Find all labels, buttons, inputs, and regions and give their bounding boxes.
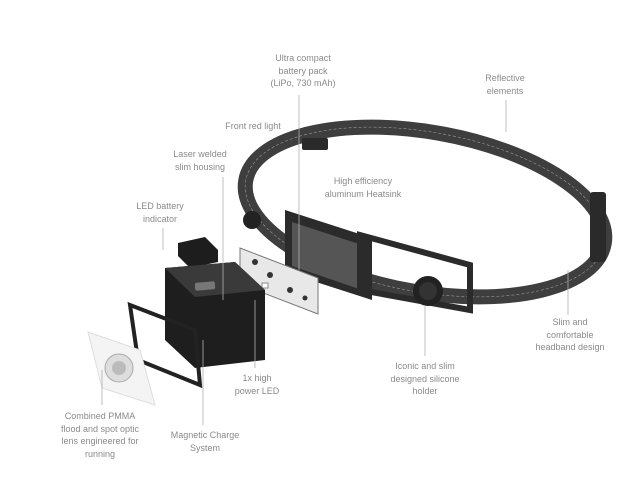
label-front-red-light: Front red light [225, 121, 281, 131]
strap-buckle [302, 138, 328, 150]
pmma-lens [87, 331, 156, 406]
side-mount [243, 211, 261, 229]
housing [165, 262, 265, 368]
led-indicator-part [178, 237, 218, 268]
leader-lines [101, 95, 569, 425]
magnetic-charge-frame [127, 301, 203, 389]
rear-clip [590, 192, 606, 262]
